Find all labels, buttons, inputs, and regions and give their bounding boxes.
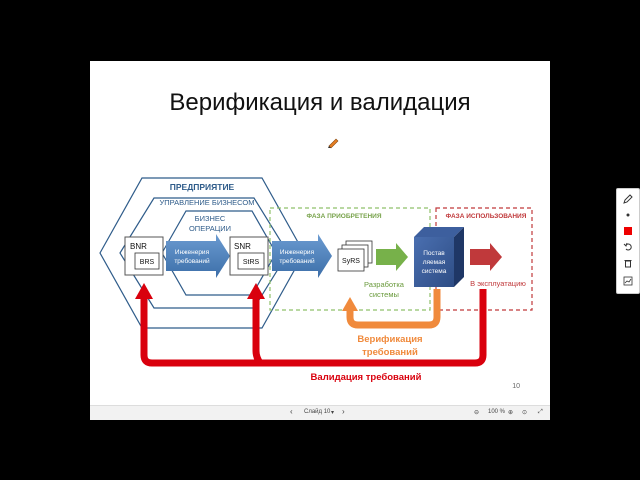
undo-icon[interactable] xyxy=(622,241,634,253)
acquisition-phase-label: ФАЗА ПРИОБРЕТЕНИЯ xyxy=(306,213,381,220)
business-ops-label-2: ОПЕРАЦИИ xyxy=(189,224,231,233)
enterprise-label: ПРЕДПРИЯТИЕ xyxy=(170,182,235,192)
business-ops-label-1: БИЗНЕС xyxy=(195,214,226,223)
req-eng-arrow-1 xyxy=(166,234,230,278)
strs-label: StRS xyxy=(243,259,260,266)
chart-icon[interactable] xyxy=(622,275,634,287)
presentation-bottom-bar: ‹ Слайд 10 ▾ › ⊖ 100 % ⊕ ⊙ ⤢ xyxy=(90,405,550,420)
prev-slide-button[interactable]: ‹ xyxy=(290,407,293,416)
snr-label: SNR xyxy=(234,242,251,251)
req-eng-arrow-2 xyxy=(272,234,332,278)
validation-label: Валидация требований xyxy=(311,372,422,383)
req-eng-2-line2: требований xyxy=(279,257,315,265)
syrs-doc xyxy=(337,248,365,272)
req-eng-2-line1: Инженерия xyxy=(280,249,315,256)
delivered-line-2: ляемая xyxy=(423,259,446,266)
fit-icon[interactable]: ⊙ xyxy=(522,410,528,416)
pen-cursor-icon xyxy=(328,138,339,149)
system-dev-label-2: системы xyxy=(369,290,399,299)
zoom-level: 100 % xyxy=(488,409,506,415)
color-red-icon[interactable] xyxy=(622,225,634,237)
dot-icon[interactable] xyxy=(622,209,634,221)
slide: Верификация и валидация ПРЕДПРИЯТИЕ УПРА… xyxy=(90,61,550,405)
validation-loop-outer xyxy=(140,289,487,367)
verification-loop xyxy=(346,289,441,329)
business-mgmt-label: УПРАВЛЕНИЕ БИЗНЕСОМ xyxy=(160,198,255,207)
verification-arrowhead xyxy=(342,297,358,311)
system-dev-arrow xyxy=(376,243,408,271)
next-slide-button[interactable]: › xyxy=(342,407,345,416)
slide-title: Верификация и валидация xyxy=(169,89,471,116)
brs-doc xyxy=(134,252,160,270)
syrs-label: SyRS xyxy=(342,258,360,265)
bnr-label: BNR xyxy=(130,242,147,251)
verification-label-2: требований xyxy=(362,347,418,358)
req-eng-1-line2: требований xyxy=(174,257,210,265)
validation-arrowhead-left xyxy=(135,283,153,299)
verification-label-1: Верификация xyxy=(357,334,422,345)
usage-phase-label: ФАЗА ИСПОЛЬЗОВАНИЯ xyxy=(446,213,527,220)
validation-loop-inner xyxy=(252,297,263,365)
slide-counter: Слайд 10 xyxy=(304,409,331,415)
pen-icon[interactable] xyxy=(622,193,634,205)
annotation-toolbar xyxy=(616,188,640,294)
brs-label: BRS xyxy=(140,259,155,266)
validation-arrowhead-right xyxy=(247,283,265,299)
delivered-line-1: Постав xyxy=(423,250,445,257)
slide-number: 10 xyxy=(512,383,520,390)
system-dev-label-1: Разработка xyxy=(364,280,405,289)
req-eng-1-line1: Инженерия xyxy=(175,249,210,256)
delivered-line-3: система xyxy=(422,268,447,275)
slide-menu-chevron-icon[interactable]: ▾ xyxy=(331,410,335,416)
delivered-system-side xyxy=(454,227,464,287)
delivered-system-top xyxy=(414,227,464,237)
operation-arrow xyxy=(470,243,502,271)
in-operation-label: В эксплуатацию xyxy=(470,279,526,288)
fullscreen-icon[interactable]: ⤢ xyxy=(538,409,543,415)
zoom-in-icon[interactable]: ⊕ xyxy=(508,410,514,416)
trash-icon[interactable] xyxy=(622,257,634,269)
delivered-system-front xyxy=(414,237,454,287)
strs-doc xyxy=(237,252,265,270)
vv-diagram: ПРЕДПРИЯТИЕ УПРАВЛЕНИЕ БИЗНЕСОМ БИЗНЕС О… xyxy=(99,177,533,383)
zoom-out-icon[interactable]: ⊖ xyxy=(474,410,480,416)
